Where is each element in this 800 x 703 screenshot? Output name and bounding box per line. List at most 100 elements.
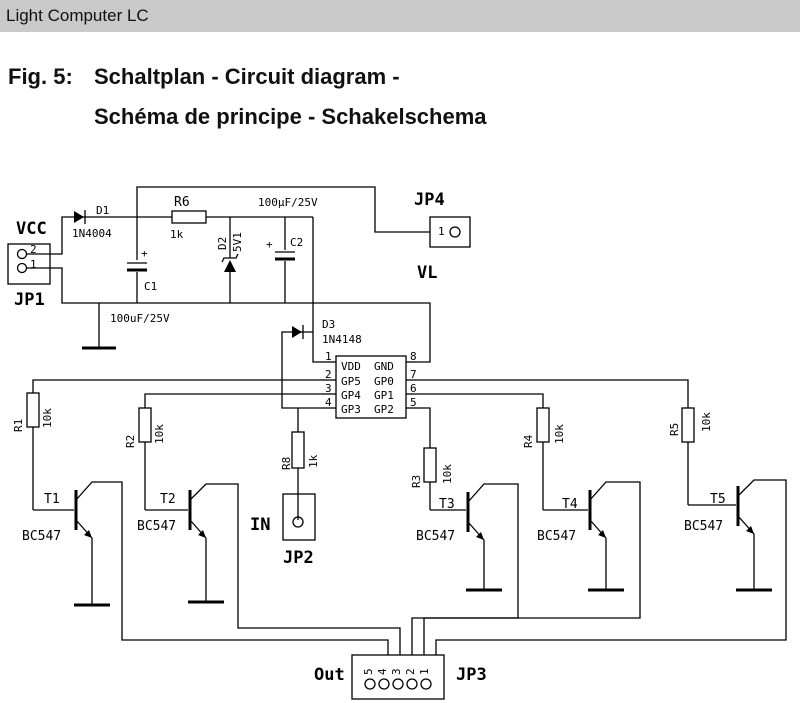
r3-value: 10k bbox=[441, 464, 454, 484]
r2-resistor bbox=[138, 407, 152, 443]
t2-label: T2 bbox=[160, 492, 176, 507]
ic-pin-2: 2 bbox=[325, 368, 332, 381]
r3-label: R3 bbox=[410, 475, 423, 488]
d3-section: D3 1N4148 bbox=[281, 318, 362, 409]
c2-plus: + bbox=[266, 238, 273, 251]
c1-value: 100uF/25V bbox=[110, 312, 170, 325]
ic-gp3: GP3 bbox=[341, 403, 361, 416]
d3-type: 1N4148 bbox=[322, 333, 362, 346]
t3-type: BC547 bbox=[416, 529, 455, 544]
jp1-pin2-label: 2 bbox=[30, 243, 37, 256]
r2-label: R2 bbox=[124, 435, 137, 448]
r5-label: R5 bbox=[668, 423, 681, 436]
jp4-connector bbox=[429, 216, 471, 248]
r6-value: 1k bbox=[170, 228, 184, 241]
transistor-stage-2: R2 10k T2 BC547 bbox=[124, 407, 401, 655]
d1-diode bbox=[74, 211, 84, 223]
r4-label: R4 bbox=[522, 434, 535, 448]
transistor-stage-3: R3 10k T3 BC547 bbox=[410, 447, 519, 655]
header-title: Light Computer LC bbox=[6, 6, 149, 25]
r4-value: 10k bbox=[553, 424, 566, 444]
r3-resistor bbox=[423, 447, 437, 483]
jp1-label: JP1 bbox=[14, 290, 45, 310]
jp2-label: JP2 bbox=[283, 548, 314, 568]
r5-value: 10k bbox=[700, 412, 713, 432]
ic-gp4: GP4 bbox=[341, 389, 361, 402]
ic-vdd: VDD bbox=[341, 360, 361, 373]
vcc-label: VCC bbox=[16, 219, 47, 239]
d2-zener bbox=[224, 260, 236, 272]
vcc-rail bbox=[26, 186, 430, 255]
ic-gp2: GP2 bbox=[374, 403, 394, 416]
d2-label: D2 bbox=[216, 237, 229, 250]
r2-value: 10k bbox=[153, 424, 166, 444]
r6-label: R6 bbox=[174, 195, 190, 210]
caption-line-2: Schéma de principe - Schakelschema bbox=[94, 104, 487, 129]
jp1-pin1-terminal bbox=[16, 262, 28, 274]
t1-label: T1 bbox=[44, 492, 60, 507]
r8-label: R8 bbox=[280, 457, 293, 470]
r8-resistor bbox=[291, 431, 305, 469]
ic-pin-3: 3 bbox=[325, 382, 332, 395]
jp3-connector bbox=[351, 654, 445, 700]
ic-pin-7: 7 bbox=[410, 368, 417, 381]
t4-type: BC547 bbox=[537, 529, 576, 544]
gnd-rail bbox=[26, 267, 431, 363]
c2-label: C2 bbox=[290, 236, 303, 249]
figure-number: Fig. 5: bbox=[8, 64, 73, 89]
ic-pin-8: 8 bbox=[410, 350, 417, 363]
ic-body bbox=[335, 355, 407, 419]
input-section: R8 1k IN JP2 bbox=[250, 408, 320, 568]
microcontroller-ic: VDD GND GP5 GP0 GP4 GP1 GP3 GP2 1 2 3 4 … bbox=[322, 350, 418, 419]
header-bar: Light Computer LC bbox=[0, 0, 800, 32]
t5-label: T5 bbox=[710, 492, 726, 507]
r1-value: 10k bbox=[41, 408, 54, 428]
t3-label: T3 bbox=[439, 497, 455, 512]
t5-type: BC547 bbox=[684, 519, 723, 534]
jp4-section: 1 JP4 VL bbox=[414, 190, 471, 283]
jp3-pin-1: 1 bbox=[418, 668, 431, 675]
ic-pin-1: 1 bbox=[325, 350, 332, 363]
transistor-stage-1: R1 10k T1 BC547 bbox=[12, 392, 389, 655]
ic-gnd: GND bbox=[374, 360, 394, 373]
r1-resistor bbox=[26, 392, 40, 428]
jp3-label: JP3 bbox=[456, 665, 487, 685]
jp3-pin-4: 4 bbox=[376, 668, 389, 675]
ic-gp5: GP5 bbox=[341, 375, 361, 388]
jp3-pin-5: 5 bbox=[362, 668, 375, 675]
jp4-label: JP4 bbox=[414, 190, 445, 210]
r8-value: 1k bbox=[307, 454, 320, 468]
d1-type: 1N4004 bbox=[72, 227, 112, 240]
out-label: Out bbox=[314, 665, 345, 685]
t2-type: BC547 bbox=[137, 519, 176, 534]
jp3-pin-2: 2 bbox=[404, 668, 417, 675]
ic-pin-5: 5 bbox=[410, 396, 417, 409]
vl-label: VL bbox=[417, 263, 437, 283]
jp3-section: 5 4 3 2 1 Out JP3 bbox=[314, 654, 487, 700]
vdd-wire bbox=[312, 217, 322, 363]
transistor-stage-5: R5 10k T5 BC547 bbox=[435, 407, 787, 655]
r4-resistor bbox=[536, 407, 550, 443]
ic-gp0: GP0 bbox=[374, 375, 394, 388]
power-supply-section: 2 1 VCC JP1 D1 1N4004 R6 1k + C1 D2 5V bbox=[7, 186, 431, 363]
transistor-stage-4: R4 10k T4 BC547 bbox=[423, 407, 641, 655]
r6-resistor bbox=[171, 210, 207, 224]
jp2-terminal bbox=[292, 516, 304, 528]
jp1-pin2-terminal bbox=[16, 248, 28, 260]
ic-gp1: GP1 bbox=[374, 389, 394, 402]
caption-line-1: Schaltplan - Circuit diagram - bbox=[94, 64, 400, 89]
jp4-terminal bbox=[449, 226, 461, 238]
c2-value: 100µF/25V bbox=[258, 196, 318, 209]
c1-plus: + bbox=[141, 247, 148, 260]
jp1-pin1-label: 1 bbox=[30, 258, 37, 271]
d3-diode bbox=[292, 326, 302, 338]
jp4-pin-label: 1 bbox=[438, 225, 445, 238]
t1-type: BC547 bbox=[22, 529, 61, 544]
jp2-connector bbox=[282, 493, 316, 541]
r1-label: R1 bbox=[12, 419, 25, 432]
ic-pin-4: 4 bbox=[325, 396, 332, 409]
d1-label: D1 bbox=[96, 204, 109, 217]
r5-resistor bbox=[681, 407, 695, 443]
ic-pin-6: 6 bbox=[410, 382, 417, 395]
